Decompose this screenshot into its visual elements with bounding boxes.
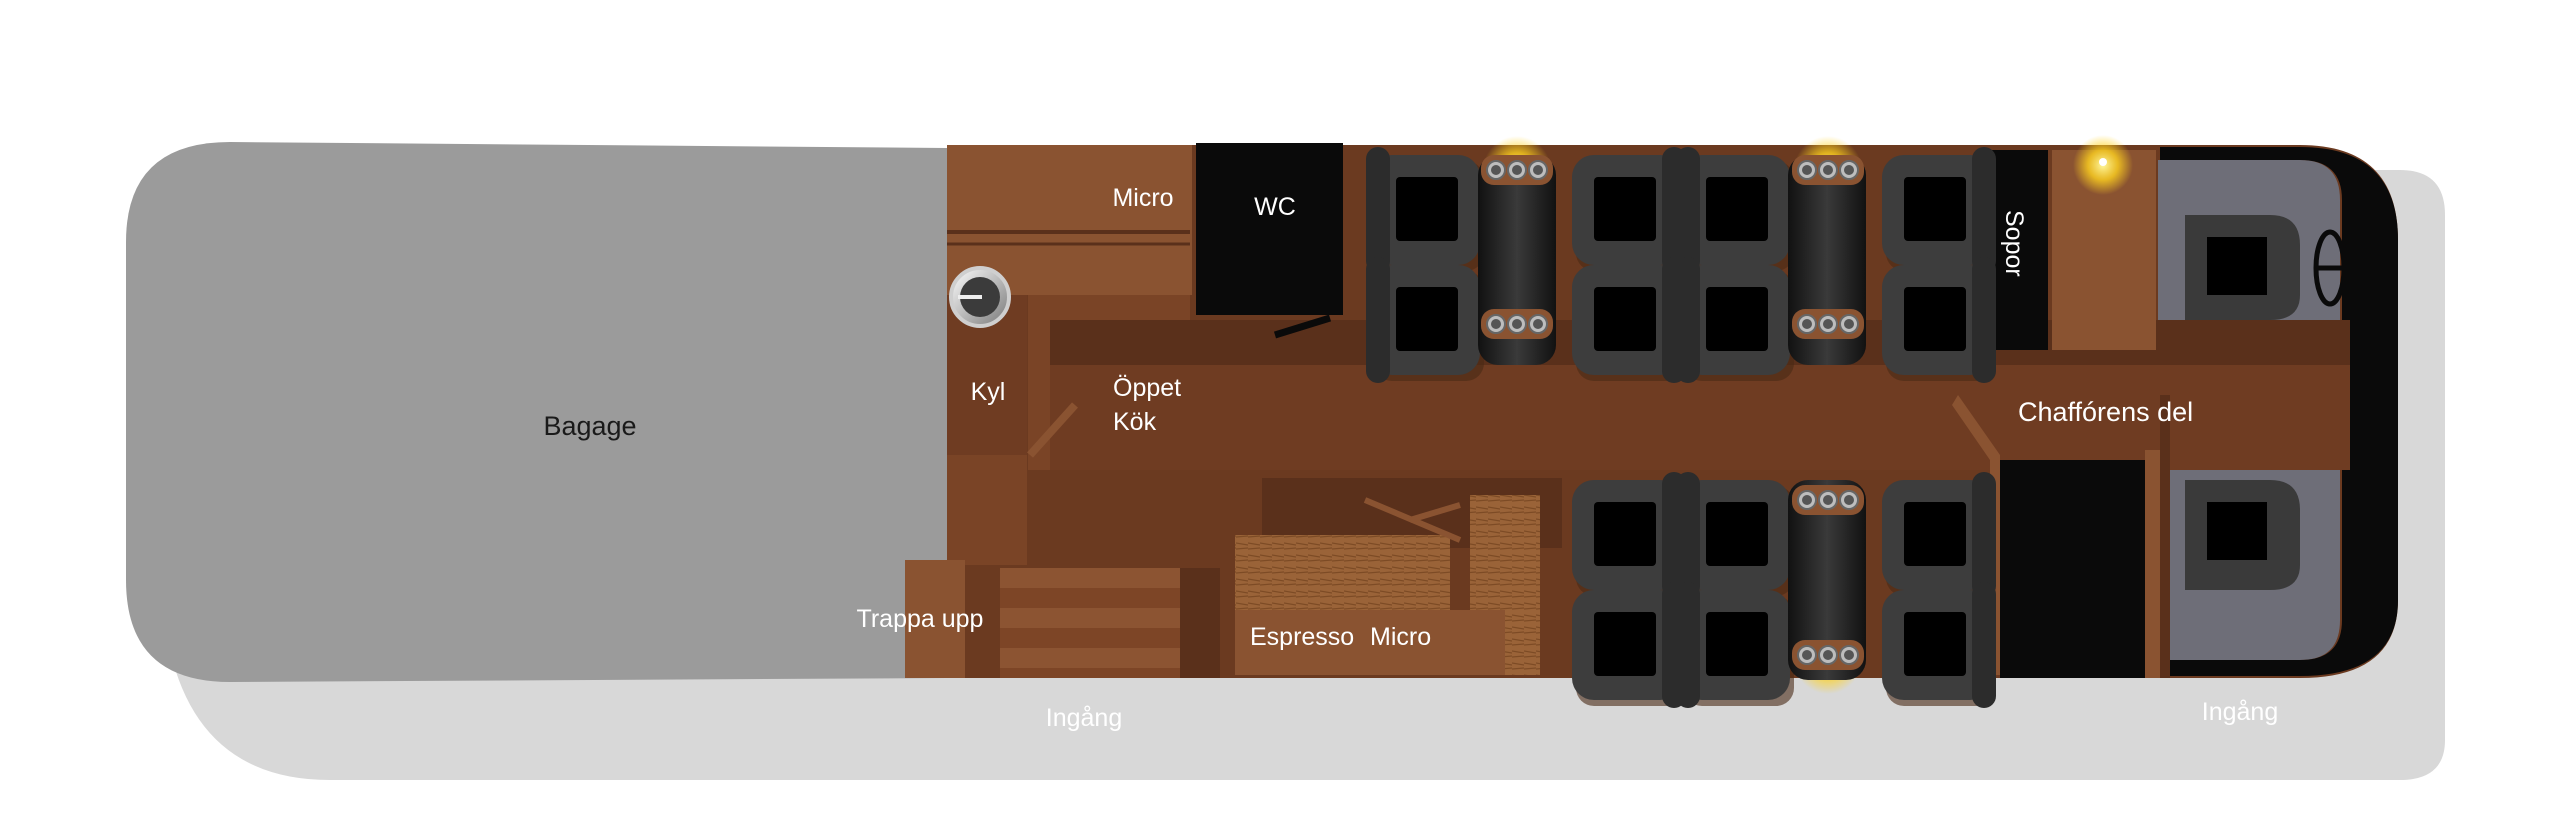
label-micro-bottom: Micro xyxy=(1370,623,1431,651)
passenger-seat xyxy=(1676,472,1794,598)
galley-ledge xyxy=(1028,295,1190,470)
passenger-seating xyxy=(1366,147,1996,708)
label-wc: WC xyxy=(1254,193,1296,221)
label-ingang-right: Ingång xyxy=(2202,698,2278,726)
driver-seat xyxy=(2185,215,2300,320)
passenger-seat xyxy=(1572,147,1686,273)
bus-front-shell xyxy=(2160,147,2398,676)
luggage-compartment xyxy=(126,142,947,682)
label-oppet: Öppet xyxy=(1113,374,1181,402)
passenger-seat xyxy=(1572,472,1686,598)
cups-icon xyxy=(1792,155,1864,185)
label-espresso: Espresso xyxy=(1250,623,1354,651)
wc-door xyxy=(1273,314,1332,339)
cups-icon xyxy=(1792,309,1864,339)
driver-storage xyxy=(2000,460,2145,678)
cups-icon xyxy=(1481,309,1553,339)
wc-room xyxy=(1196,143,1343,315)
label-trappa-upp: Trappa upp xyxy=(857,605,984,633)
label-kyl: Kyl xyxy=(971,378,1006,406)
label-ingang-left: Ingång xyxy=(1046,704,1122,732)
passenger-seat xyxy=(1676,147,1794,273)
guide-seat xyxy=(2185,480,2300,590)
label-chaufforens-del: Chaffórens del xyxy=(2018,397,2193,427)
label-micro-top: Micro xyxy=(1112,184,1173,212)
passenger-seat xyxy=(1572,582,1686,708)
espresso-counter xyxy=(1235,535,1450,615)
cups-icon xyxy=(1792,485,1864,515)
stairs xyxy=(1000,568,1220,678)
espresso-front xyxy=(1235,610,1505,675)
lower-galley-block xyxy=(947,455,1027,565)
passenger-seat xyxy=(1882,582,1996,708)
passenger-seat xyxy=(1676,582,1794,708)
cups-icon xyxy=(1481,155,1553,185)
label-kok: Kök xyxy=(1113,408,1157,436)
passenger-seat xyxy=(1366,257,1484,383)
table xyxy=(1788,480,1866,680)
passenger-seat xyxy=(1572,257,1686,383)
passenger-seat xyxy=(1882,147,1996,273)
galley-diagonal xyxy=(1027,402,1078,458)
trash-bin xyxy=(1990,150,2048,350)
label-sopor: Sopor xyxy=(2000,210,2028,277)
passenger-seat xyxy=(1366,147,1484,273)
cups-icon xyxy=(1792,640,1864,670)
label-bagage: Bagage xyxy=(543,411,636,441)
passenger-seat xyxy=(1676,257,1794,383)
passenger-seat xyxy=(1882,257,1996,383)
passenger-seat xyxy=(1882,472,1996,598)
steering-wheel-icon xyxy=(2313,229,2347,307)
stair-side xyxy=(905,560,965,678)
